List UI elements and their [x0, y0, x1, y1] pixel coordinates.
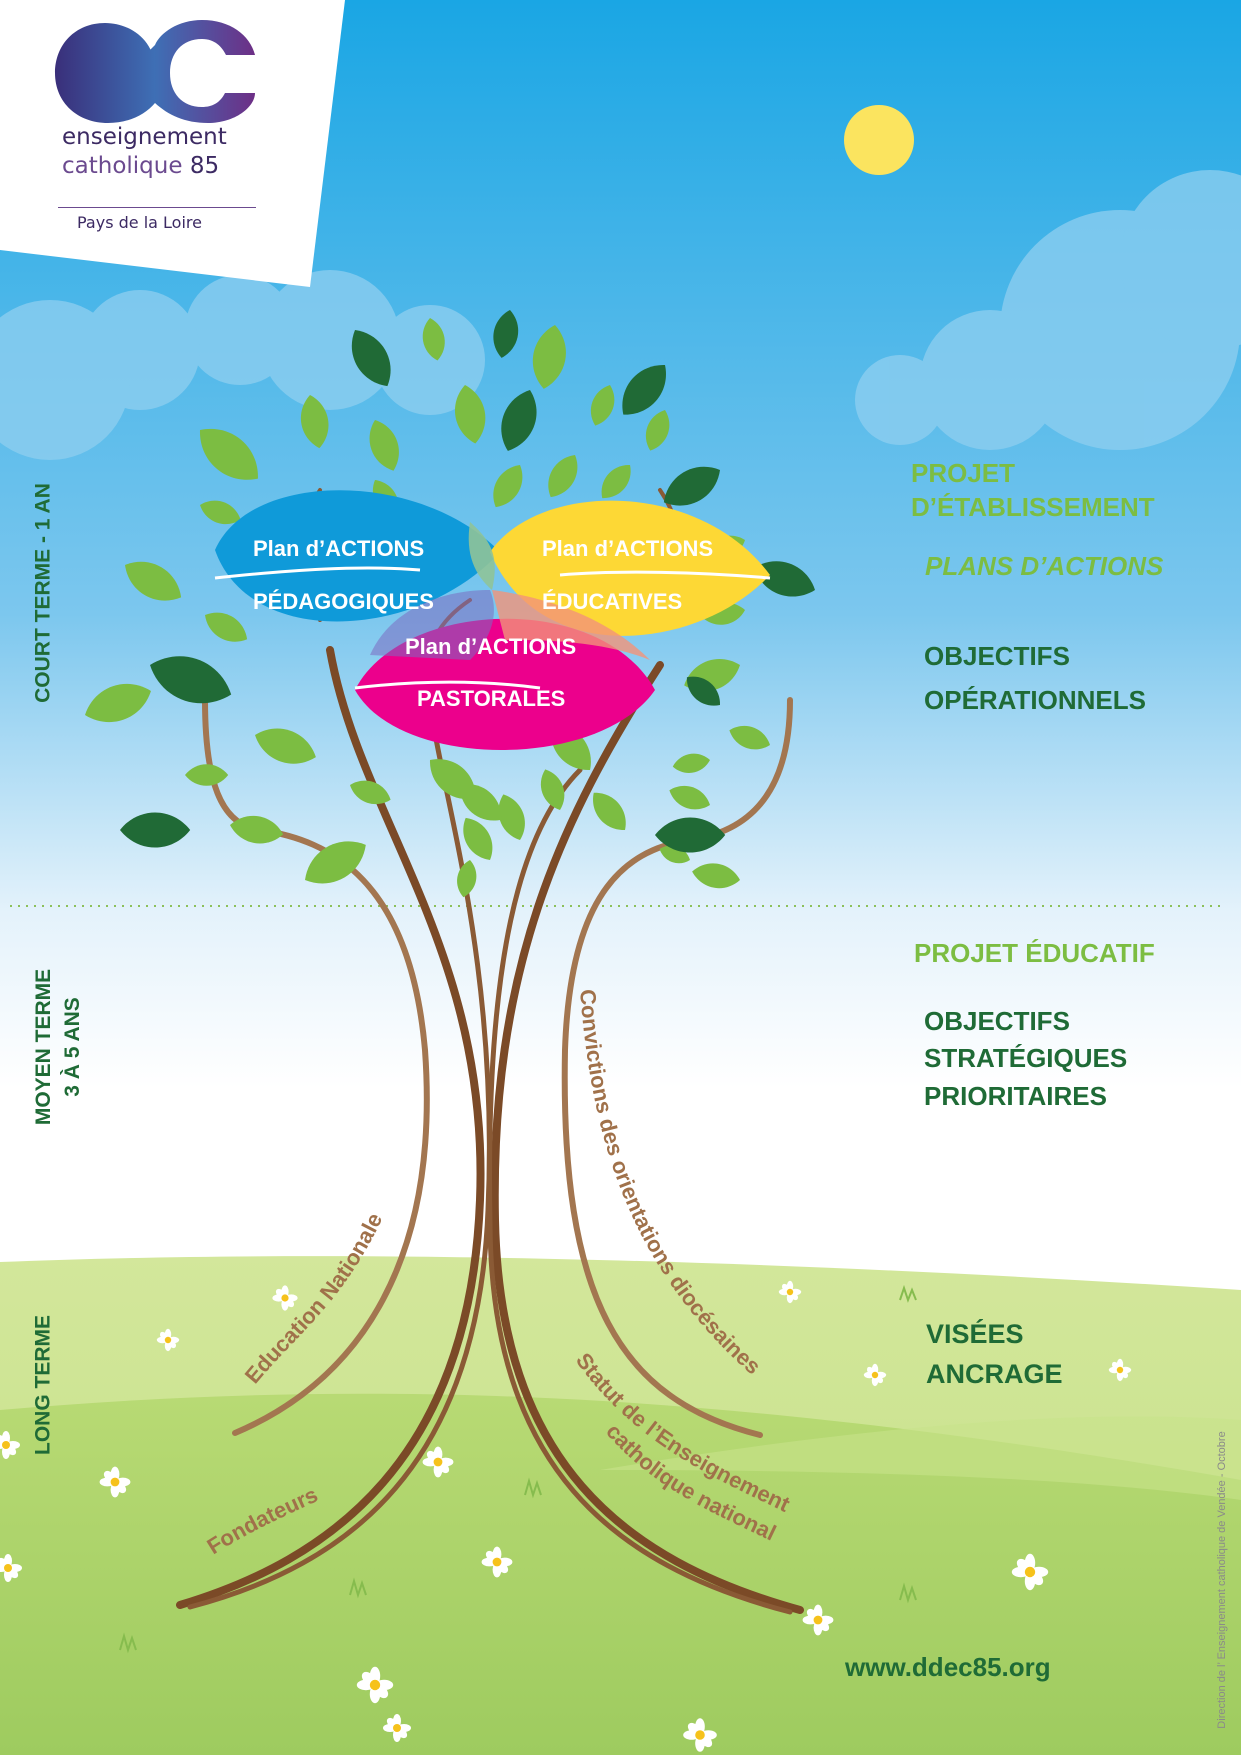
logo-word-catholique: catholique	[62, 153, 183, 179]
band-label-moyen-terme: MOYEN TERME 3 À 5 ANS	[29, 969, 87, 1125]
band-label-moyen-line1: MOYEN TERME	[32, 968, 55, 1126]
band-label-moyen-line2: 3 À 5 ANS	[61, 997, 84, 1097]
right-plans-actions: PLANS D’ACTIONS	[925, 551, 1164, 581]
logo-word-line2: catholique 85	[62, 153, 219, 179]
logo-word-number: 85	[189, 153, 220, 179]
petal-pedagogiques-top: Plan d’ACTIONS	[253, 536, 425, 561]
right-objectifs-operationnels-line2: OPÉRATIONNELS	[924, 685, 1146, 715]
logo-region: Pays de la Loire	[77, 213, 202, 232]
right-objectifs-strategiques-line2: STRATÉGIQUES	[924, 1043, 1128, 1073]
logo-word-line1: enseignement	[62, 124, 227, 150]
right-projet-etablissement-line2: D’ÉTABLISSEMENT	[911, 492, 1155, 522]
petal-pastorales-bottom: PASTORALES	[417, 686, 566, 711]
right-visees: VISÉES	[926, 1319, 1024, 1349]
petal-educatives-bottom: ÉDUCATIVES	[542, 589, 683, 614]
credit-line: Direction de l’ Enseignement catholique …	[1216, 1431, 1228, 1729]
ec-logo-mark	[55, 20, 255, 123]
right-ancrage: ANCRAGE	[926, 1359, 1063, 1389]
band-label-long-terme: LONG TERME	[31, 1315, 55, 1455]
right-projet-etablissement-line1: PROJET	[911, 458, 1016, 488]
logo	[50, 15, 260, 130]
logo-divider	[58, 207, 256, 208]
right-objectifs-strategiques-line3: PRIORITAIRES	[924, 1081, 1107, 1111]
band-label-court-terme: COURT TERME - 1 AN	[31, 483, 55, 703]
right-objectifs-strategiques-line1: OBJECTIFS	[924, 1006, 1070, 1036]
right-objectifs-operationnels-line1: OBJECTIFS	[924, 641, 1070, 671]
petal-educatives-top: Plan d’ACTIONS	[542, 536, 714, 561]
petal-pedagogiques-bottom: PÉDAGOGIQUES	[253, 589, 434, 614]
website-link[interactable]: www.ddec85.org	[845, 1652, 1051, 1682]
right-projet-educatif: PROJET ÉDUCATIF	[914, 938, 1155, 968]
petal-pastorales-top: Plan d’ACTIONS	[405, 634, 577, 659]
